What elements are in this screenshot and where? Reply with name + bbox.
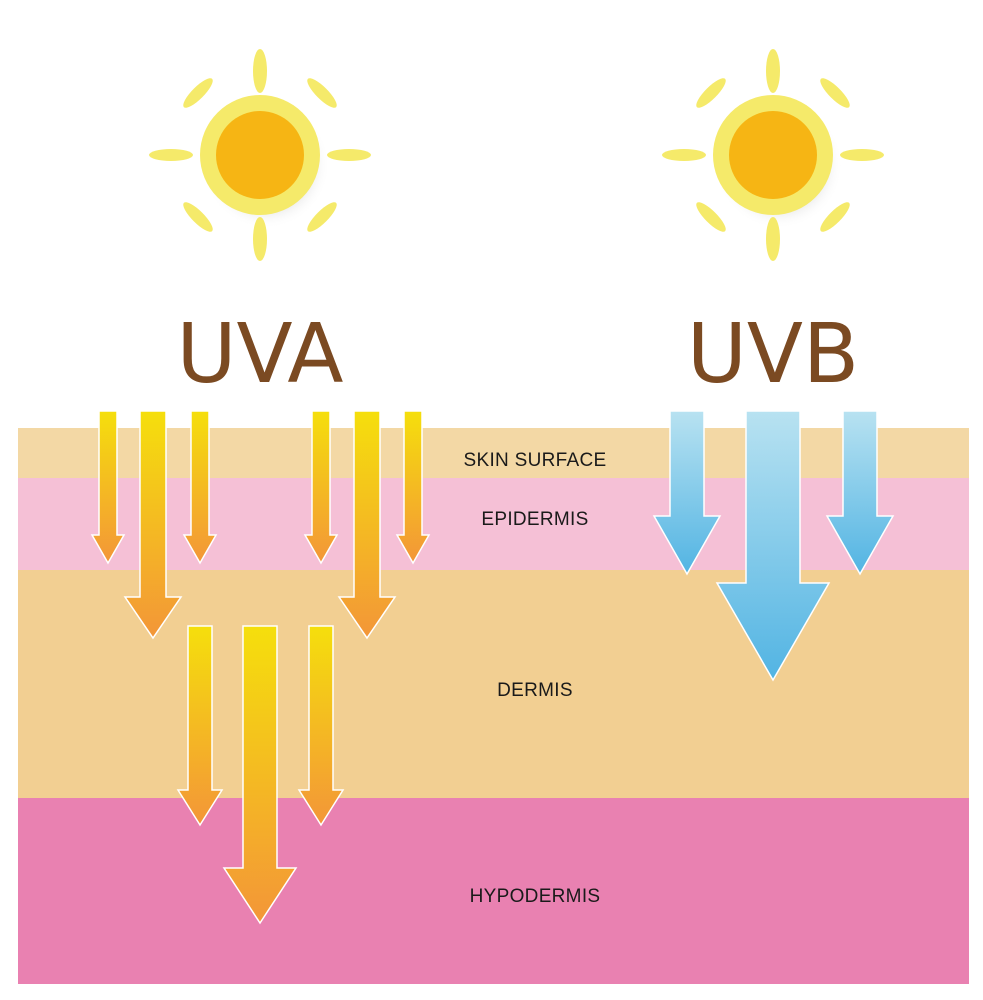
epidermis-label: EPIDERMIS [481, 509, 588, 530]
skin-layers [18, 428, 969, 984]
epidermis-layer [18, 478, 969, 570]
uva-arrow-small-2 [182, 410, 218, 565]
uva-arrows [90, 410, 431, 925]
uva-heading: UVA [177, 307, 344, 402]
dermis-label: DERMIS [497, 680, 573, 701]
hypodermis-layer [18, 798, 969, 984]
uva-arrow-deep-2 [297, 625, 345, 827]
uva-arrow-small-4 [395, 410, 431, 565]
skin-surface-layer [18, 428, 969, 478]
uvb-heading: UVB [687, 307, 859, 402]
skin-surface-label: SKIN SURFACE [464, 450, 607, 471]
uvb-arrows [652, 410, 895, 682]
uva-arrow-medium-1 [123, 410, 183, 640]
uvb-arrow-right [825, 410, 895, 576]
sun-icon [662, 49, 884, 261]
uva-arrow-medium-2 [337, 410, 397, 640]
uva-arrow-deepest [222, 625, 298, 925]
uva-arrow-small-1 [90, 410, 126, 565]
hypodermis-label: HYPODERMIS [470, 886, 601, 907]
uvb-arrow-left [652, 410, 722, 576]
uva-arrow-deep-1 [176, 625, 224, 827]
uva-arrow-small-3 [303, 410, 339, 565]
sun-icon [149, 49, 371, 261]
uvb-arrow-center [715, 410, 831, 682]
